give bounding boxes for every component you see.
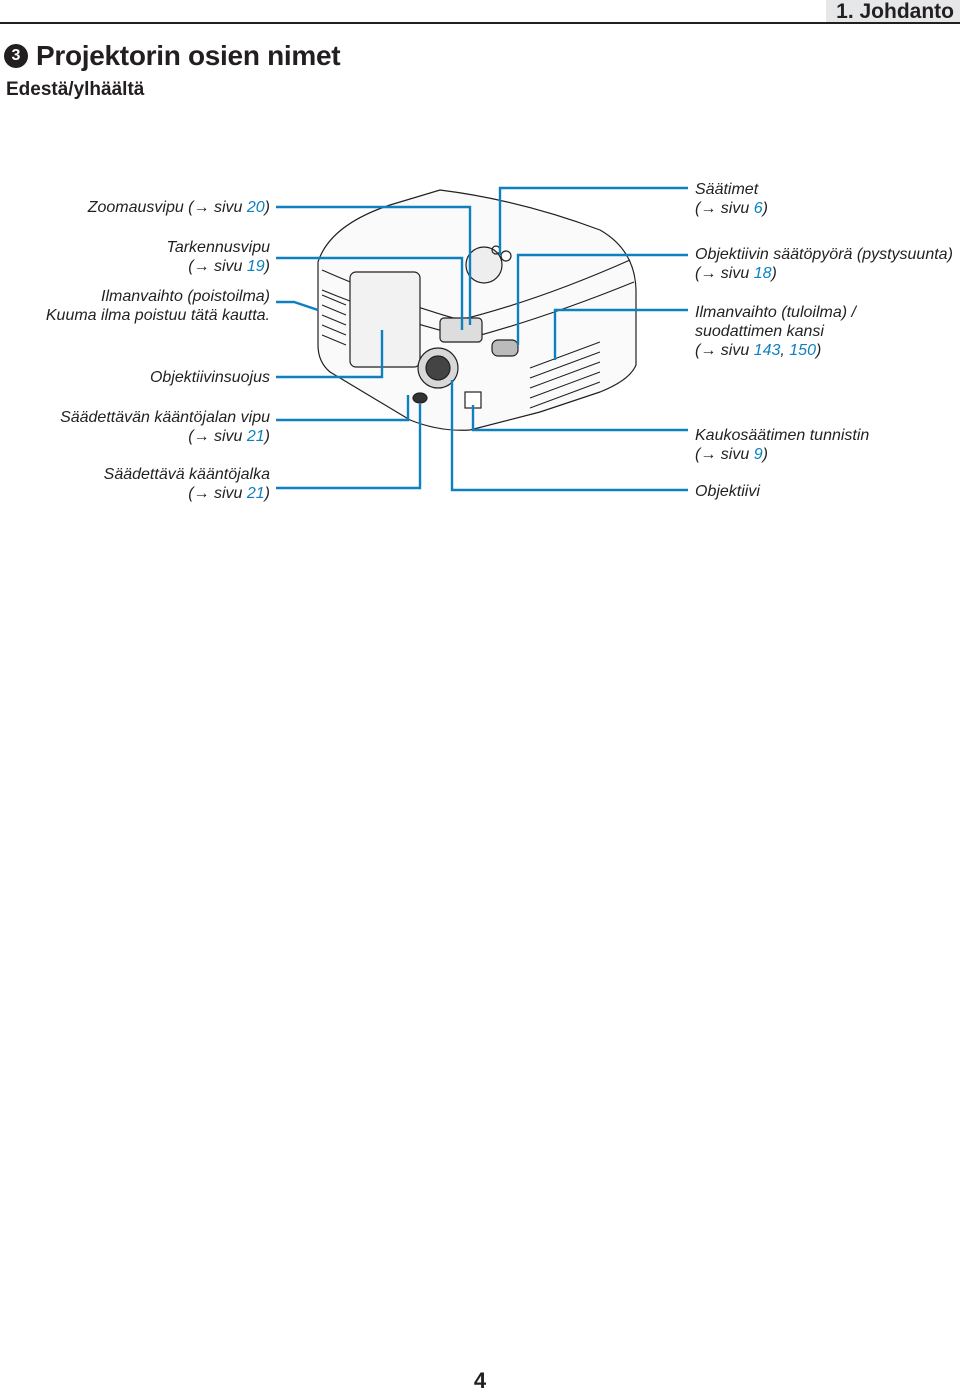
page-subtitle: Edestä/ylhäältä [6, 79, 145, 100]
label-lens: Objektiivi [695, 483, 760, 500]
label-tilt-foot: Säädettävä kääntöjalka (→ sivu 21) [103, 466, 270, 502]
label-lens-cap: Objektiivinsuojus [149, 369, 270, 386]
label-controls: Säätimet (→ sivu 6) [695, 181, 768, 217]
label-zoom-lever: Zoomausvipu (→ sivu 20) [87, 199, 270, 216]
label-focus-lever: Tarkennusvipu (→ sivu 19) [166, 239, 270, 275]
label-lens-shift-dial: Objektiivin säätöpyörä (pystysuunta) (→ … [695, 246, 953, 282]
label-exhaust-vent: Ilmanvaihto (poistoilma) Kuuma ilma pois… [45, 288, 270, 324]
control-pad [465, 246, 503, 284]
lens-cap-shape [349, 271, 421, 368]
page-title: Projektorin osien nimet [36, 40, 341, 71]
label-tilt-foot-lever: Säädettävän kääntöjalan vipu (→ sivu 21) [60, 409, 270, 445]
label-remote-sensor: Kaukosäätimen tunnistin (→ sivu 9) [695, 427, 870, 463]
vent-grilles [321, 294, 601, 409]
header-rule [0, 22, 960, 24]
label-intake-filter: Ilmanvaihto (tuloilma) / suodattimen kan… [695, 304, 856, 359]
section-heading: 3 Projektorin osien nimet [4, 40, 341, 72]
chapter-tab: 1. Johdanto [826, 0, 960, 24]
callout-lines [276, 186, 688, 492]
projector-body [317, 189, 637, 431]
section-number-badge: 3 [4, 44, 28, 68]
page-number: 4 [473, 1368, 487, 1393]
